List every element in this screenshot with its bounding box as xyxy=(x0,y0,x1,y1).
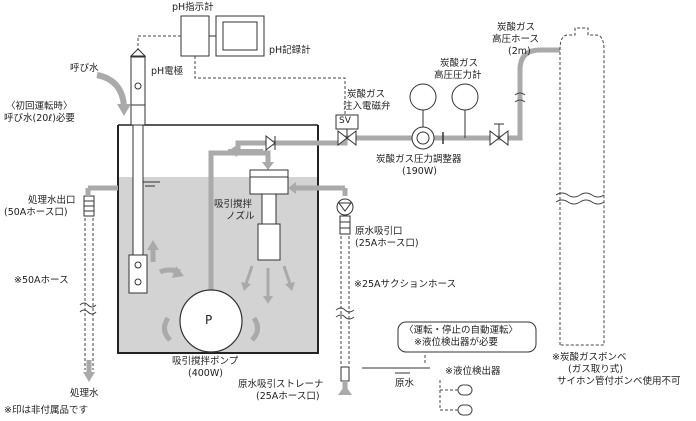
auto-operation-box xyxy=(397,321,537,353)
nozzle-label2: ノズル xyxy=(226,211,255,222)
strainer-label1: 原水吸引ストレーナ xyxy=(238,379,324,390)
treated-water-label: 処理水 xyxy=(70,388,99,399)
treated-outlet-label: 処理水出口 xyxy=(28,195,76,206)
reaction-tank xyxy=(117,125,319,354)
level-detector xyxy=(424,355,473,416)
ph-indicator-label: pH指示計 xyxy=(172,2,214,13)
sv-label: SV xyxy=(339,116,351,126)
ph-electrode xyxy=(128,48,148,294)
suction-hose-label: ※25Aサクションホース xyxy=(354,279,457,290)
co2-cylinder xyxy=(559,27,605,346)
co2-gauge-label2: 高圧圧力計 xyxy=(434,70,482,81)
co2-valve-label1: 炭酸ガス xyxy=(347,89,386,100)
auto-op-label2: ※液位検出器が必要 xyxy=(414,337,498,348)
initial-note-line1: 〈初回運転時〉 xyxy=(6,101,73,112)
cylinder-label3: サイホン管付ボンベ使用不可 xyxy=(557,376,681,387)
ph-electrode-label: pH電極 xyxy=(151,66,184,77)
ph-indicator-box xyxy=(180,15,210,57)
raw-water-suction-line xyxy=(325,185,355,395)
priming-water-arrow xyxy=(96,72,127,107)
treated-outlet-size: (50Aホース口) xyxy=(4,207,68,218)
co2-gauge-label1: 炭酸ガス xyxy=(440,58,479,69)
co2-gas-line xyxy=(235,47,560,152)
initial-note-line2: 呼び水(20ℓ)必要 xyxy=(4,113,75,124)
regulator-power: (190W) xyxy=(402,166,437,177)
co2-valve-label2: 注入電磁弁 xyxy=(343,101,391,112)
treated-water-pipe xyxy=(79,185,118,382)
co2-hose-label1: 炭酸ガス xyxy=(497,22,536,33)
strainer-label2: (25Aホース口) xyxy=(256,391,320,402)
footnote: ※印は非付属品です xyxy=(4,405,88,416)
priming-water-label: 呼び水 xyxy=(70,63,99,74)
pump-label: 吸引撹拌ポンプ xyxy=(172,356,239,367)
auto-op-label1: 〈運転・停止の自動運転〉 xyxy=(404,325,519,336)
hose-50a-label: ※50Aホース xyxy=(14,275,69,286)
ph-recorder-label: pH記録計 xyxy=(269,45,311,56)
raw-water-label: 原水 xyxy=(395,378,415,389)
co2-hose-length: (2m) xyxy=(508,46,531,57)
pump xyxy=(179,289,243,353)
suction-nozzle xyxy=(249,169,289,261)
raw-inlet-label1: 原水吸引口 xyxy=(355,226,403,237)
co2-hose-label2: 高圧ホース xyxy=(492,34,540,45)
cylinder-label1: ※炭酸ガスボンベ xyxy=(552,352,627,363)
pump-power: (400W) xyxy=(188,368,223,379)
raw-inlet-label2: (25Aホース口) xyxy=(355,238,419,249)
nozzle-label1: 吸引撹拌 xyxy=(214,199,253,210)
cylinder-label2: (ガス取り式) xyxy=(568,364,623,375)
regulator-label: 炭酸ガス圧力調整器 xyxy=(376,154,462,165)
pump-symbol: P xyxy=(205,313,213,327)
level-detector-label: ※液位検出器 xyxy=(445,366,501,377)
